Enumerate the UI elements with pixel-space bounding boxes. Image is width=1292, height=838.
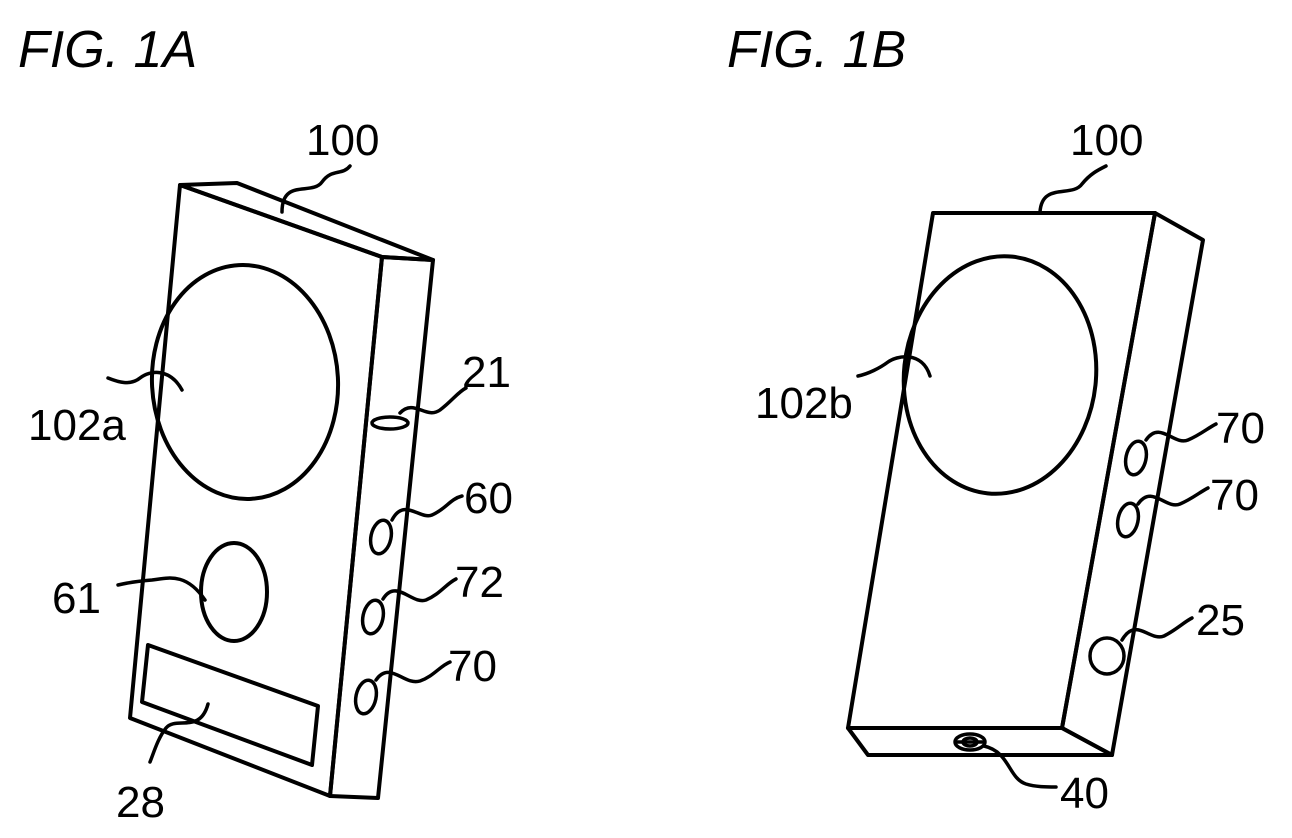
label-21: 21 <box>462 348 511 397</box>
leader-102b <box>858 357 930 376</box>
figure-1a: FIG. 1A 100 102a 21 <box>18 21 513 827</box>
leader-72 <box>383 579 456 601</box>
label-60: 60 <box>464 474 513 523</box>
device-1a-top-face <box>180 183 433 260</box>
front-panel-rect <box>142 645 318 765</box>
device-1b <box>848 213 1203 755</box>
device-1b-side-face <box>1062 213 1203 755</box>
back-display-circle <box>892 247 1108 504</box>
label-102b: 102b <box>755 379 853 428</box>
leader-28 <box>150 704 208 762</box>
side-button-middle <box>360 598 387 635</box>
label-100-1a: 100 <box>306 116 379 165</box>
leader-100-1b <box>1040 166 1106 212</box>
figure-1b: FIG. 1B 100 102b 70 <box>727 21 1265 818</box>
label-70-upper-1b: 70 <box>1216 404 1265 453</box>
label-70-lower-1b: 70 <box>1210 471 1259 520</box>
label-28: 28 <box>116 778 165 827</box>
label-72: 72 <box>455 558 504 607</box>
side-button-upper <box>368 518 395 555</box>
leader-60 <box>392 496 462 520</box>
label-61: 61 <box>52 574 101 623</box>
leader-70-lower-1b <box>1138 488 1208 505</box>
side-button-lower <box>353 678 380 715</box>
label-102a: 102a <box>28 401 126 450</box>
leader-70-1a <box>376 662 450 682</box>
label-70-1a: 70 <box>448 642 497 691</box>
front-button-circle <box>201 543 267 641</box>
figure-1b-title: FIG. 1B <box>727 21 906 79</box>
leader-40 <box>984 746 1056 787</box>
side-slot <box>372 417 408 429</box>
side-button-upper-1b <box>1123 439 1150 476</box>
bottom-port <box>955 734 985 750</box>
figure-1a-title: FIG. 1A <box>18 21 197 79</box>
leader-61 <box>118 578 205 600</box>
side-button-round-1b <box>1090 638 1124 674</box>
label-100-1b: 100 <box>1070 116 1143 165</box>
device-1b-back-face <box>848 213 1155 728</box>
label-25: 25 <box>1196 596 1245 645</box>
device-1a-side-face <box>330 257 433 798</box>
device-1a-front-face <box>130 185 382 796</box>
leader-102a <box>108 372 182 390</box>
side-button-lower-1b <box>1115 501 1142 538</box>
leader-21 <box>400 388 466 413</box>
label-40: 40 <box>1060 769 1109 818</box>
leader-70-upper-1b <box>1146 424 1216 441</box>
